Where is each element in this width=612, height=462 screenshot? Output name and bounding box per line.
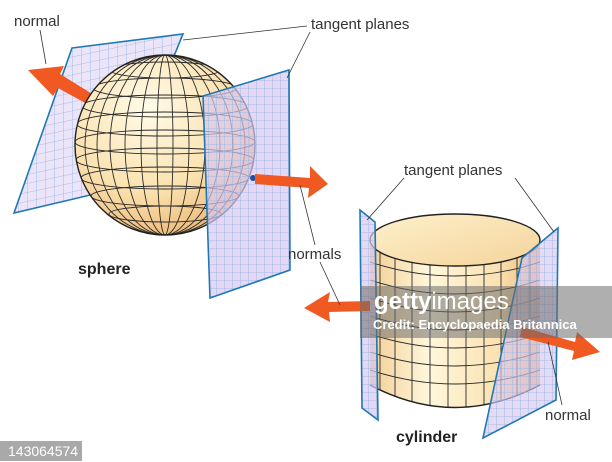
watermark-logo-bold: getty bbox=[374, 288, 432, 315]
label-cylinder-normal: normal bbox=[545, 407, 591, 424]
label-cylinder-tangent-planes: tangent planes bbox=[404, 162, 503, 179]
sphere-right-tangent-plane bbox=[202, 68, 291, 300]
label-sphere-normal: normal bbox=[14, 13, 60, 30]
sphere-normal-arrow-right bbox=[250, 166, 328, 198]
label-sphere-tangent-planes: tangent planes bbox=[311, 16, 410, 33]
watermark-logo-light: images bbox=[431, 288, 509, 315]
watermark-logo: gettyimages bbox=[374, 290, 509, 314]
sphere-normal-arrow-left bbox=[28, 66, 102, 110]
watermark-credit: Credit: Encyclopaedia Britannica bbox=[373, 317, 577, 332]
label-cylinder: cylinder bbox=[396, 429, 458, 446]
sphere-leader-lines bbox=[39, 25, 311, 79]
stock-id-badge: 143064574 bbox=[0, 441, 83, 461]
cylinder-leader-lines bbox=[299, 177, 563, 406]
cylinder-normal-arrow-left bbox=[304, 292, 370, 322]
label-sphere: sphere bbox=[78, 261, 131, 278]
label-cylinder-normals: normals bbox=[288, 246, 342, 263]
watermark-band bbox=[360, 286, 612, 338]
